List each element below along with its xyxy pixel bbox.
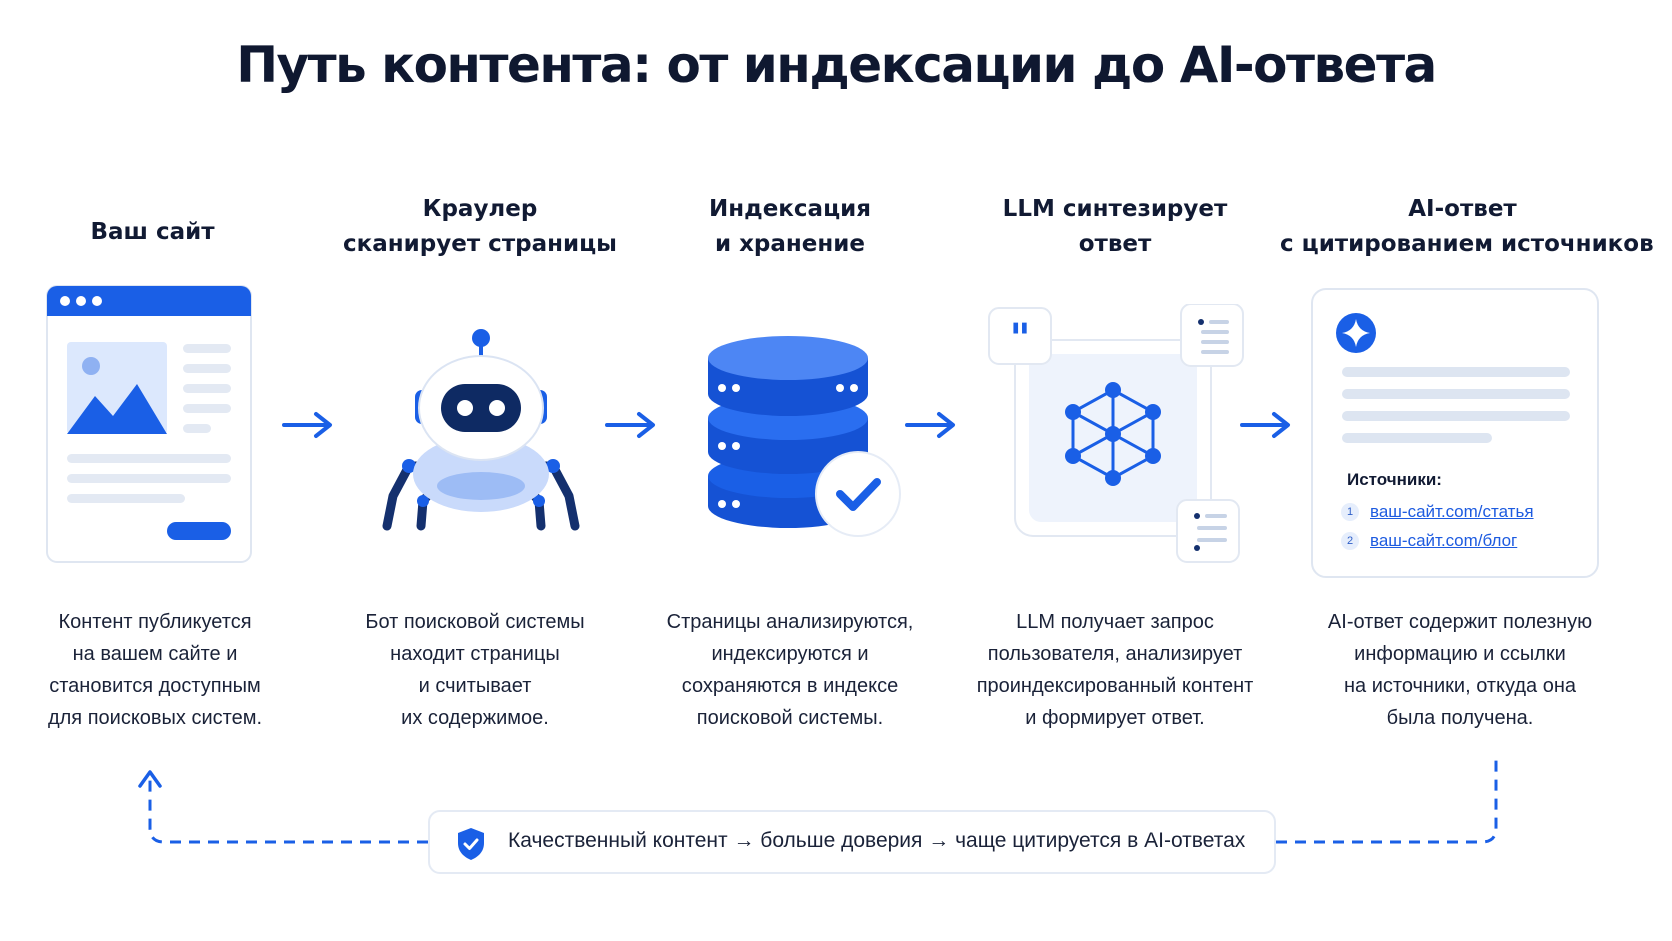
- shield-icon: [458, 828, 484, 860]
- browser-window-icon: [46, 285, 252, 563]
- arrow-right-icon: [282, 412, 332, 438]
- source-link-2[interactable]: ваш-сайт.com/блог: [1370, 531, 1518, 550]
- svg-text:": ": [1010, 315, 1031, 362]
- ai-answer-card-icon: [1311, 288, 1599, 578]
- arrow-right-icon: [1240, 412, 1290, 438]
- sources-title: Источники:: [1347, 470, 1442, 489]
- footer-banner: [428, 810, 1276, 874]
- source-link-1[interactable]: ваш-сайт.com/статья: [1370, 502, 1534, 521]
- source-number: 2: [1341, 532, 1359, 550]
- arrow-right-icon: [605, 412, 655, 438]
- arrow-right-icon: [905, 412, 955, 438]
- page-title: Путь контента: от индексации до AI-ответ…: [236, 36, 1437, 94]
- step-title-site: Ваш сайт: [90, 219, 215, 245]
- crawler-robot-icon: [382, 329, 580, 531]
- database-check-icon: [708, 336, 901, 537]
- neural-network-icon: ": [988, 304, 1244, 563]
- source-number: 1: [1341, 503, 1359, 521]
- footer-text: Качественный контент → больше доверия → …: [508, 829, 1246, 852]
- step-desc-index: Страницы анализируются,индексируются и с…: [666, 611, 914, 729]
